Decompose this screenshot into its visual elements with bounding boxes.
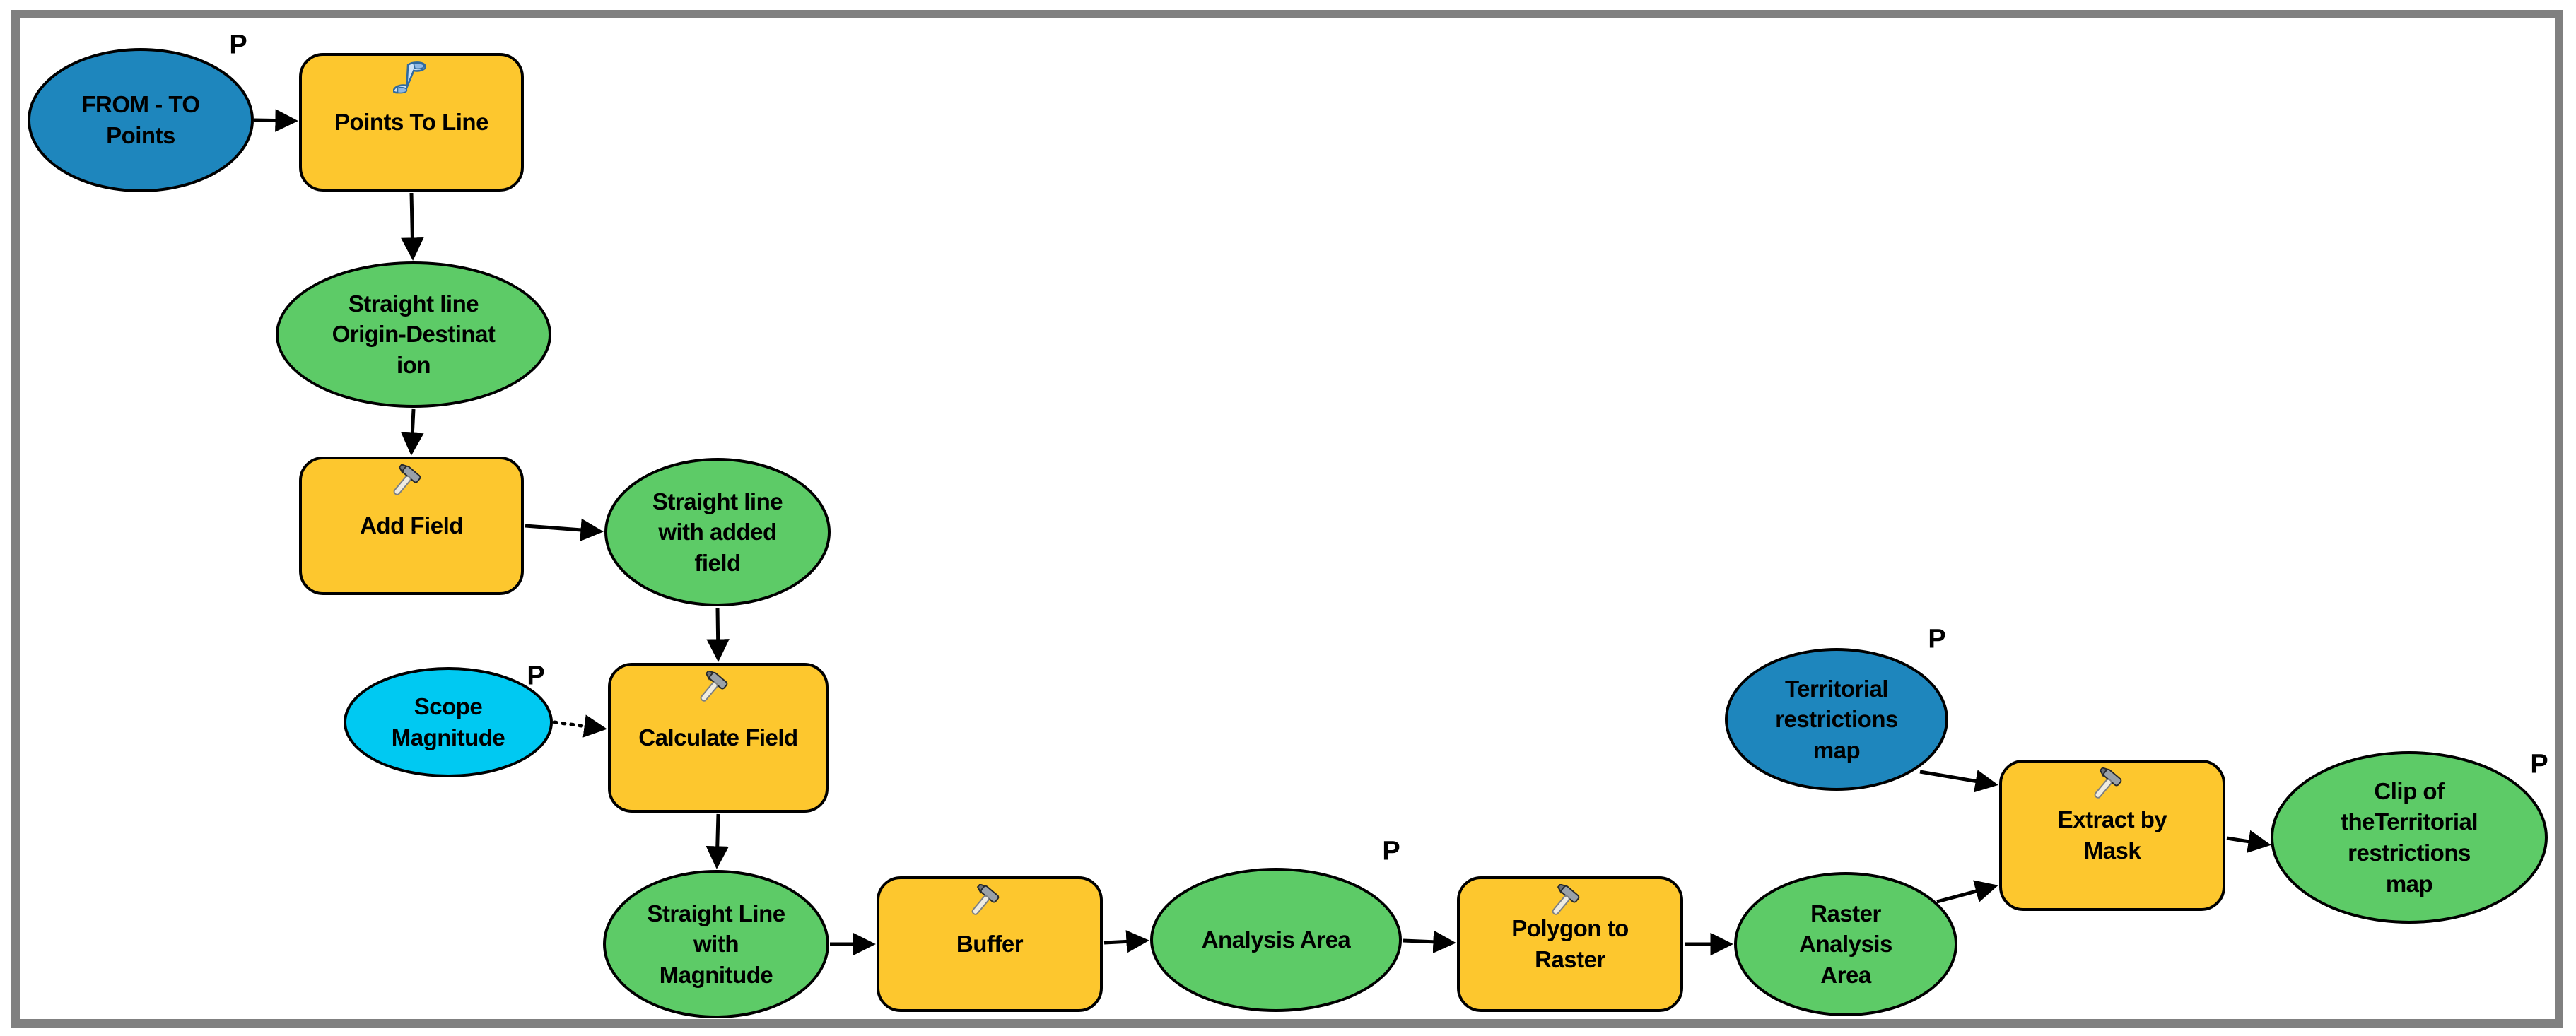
node-analysis-area[interactable]: Analysis Area <box>1150 868 1402 1012</box>
node-clip-of-territorial-restrictions-map[interactable]: Clip of theTerritorial restrictions map <box>2271 751 2548 924</box>
connector-add-field-to-straight-line-with-added-field[interactable] <box>525 518 604 542</box>
node-straight-line-with-added-field[interactable]: Straight line with added field <box>604 458 831 606</box>
connector-straight-line-origin-destination-to-add-field[interactable] <box>401 408 424 456</box>
node-straight-line-with-magnitude[interactable]: Straight Line with Magnitude <box>603 870 829 1018</box>
connector-buffer-to-analysis-area[interactable] <box>1103 930 1149 953</box>
node-straight-line-origin-destination[interactable]: Straight line Origin-Destinat ion <box>276 261 551 408</box>
node-label: Territorial restrictions map <box>1775 675 1898 763</box>
node-calculate-field[interactable]: Calculate Field <box>608 663 829 813</box>
node-label: Add Field <box>360 512 463 539</box>
node-label: Buffer <box>956 931 1024 958</box>
connector-scope-magnitude-to-calculate-field[interactable] <box>552 714 607 738</box>
node-label: Extract by Mask <box>2057 806 2167 864</box>
connector-calculate-field-to-straight-line-with-magnitude[interactable] <box>706 813 730 869</box>
node-from-to-points[interactable]: FROM - TO Points <box>28 48 254 192</box>
node-label: Straight Line with Magnitude <box>647 900 785 988</box>
parameter-flag: P <box>1928 624 1946 654</box>
node-extract-by-mask[interactable]: Extract by Mask <box>1999 760 2225 911</box>
connector-territorial-restrictions-map-to-extract-by-mask[interactable] <box>1919 770 1998 793</box>
node-points-to-line[interactable]: Points To Line <box>299 53 524 192</box>
parameter-flag: P <box>229 30 247 60</box>
node-label: Straight line Origin-Destinat ion <box>332 290 496 378</box>
node-label: Clip of theTerritorial restrictions map <box>2340 777 2478 897</box>
hammer-icon <box>971 884 1008 922</box>
node-label: Straight line with added field <box>652 488 783 576</box>
connector-extract-by-mask-to-clip-of-territorial-restrictions-map[interactable] <box>2226 830 2271 853</box>
hammer-icon <box>2094 767 2131 806</box>
node-label: Scope Magnitude <box>391 693 505 750</box>
node-buffer[interactable]: Buffer <box>877 876 1103 1012</box>
connector-from-to-points-to-points-to-line[interactable] <box>253 109 298 132</box>
node-add-field[interactable]: Add Field <box>299 457 524 595</box>
node-label: Calculate Field <box>638 724 798 751</box>
parameter-flag: P <box>2530 749 2548 779</box>
connector-raster-analysis-area-to-extract-by-mask[interactable] <box>1936 880 1998 904</box>
node-label: Analysis Area <box>1201 926 1351 953</box>
node-label: Polygon to Raster <box>1511 915 1629 972</box>
node-label: Points To Line <box>334 109 488 136</box>
hammer-icon <box>700 671 737 709</box>
parameter-flag: P <box>527 661 545 691</box>
node-raster-analysis-area[interactable]: Raster Analysis Area <box>1734 872 1957 1016</box>
node-polygon-to-raster[interactable]: Polygon to Raster <box>1457 876 1683 1012</box>
hammer-icon <box>1552 884 1588 922</box>
node-territorial-restrictions-map[interactable]: Territorial restrictions map <box>1725 648 1948 791</box>
node-label: Raster Analysis Area <box>1799 900 1892 988</box>
hammer-icon <box>393 464 430 502</box>
node-label: FROM - TO Points <box>81 91 200 148</box>
connector-analysis-area-to-polygon-to-raster[interactable] <box>1403 930 1456 954</box>
parameter-flag: P <box>1382 836 1400 866</box>
node-scope-magnitude[interactable]: Scope Magnitude <box>344 667 553 777</box>
script-icon <box>393 61 430 99</box>
connector-points-to-line-to-straight-line-origin-destination[interactable] <box>401 192 424 261</box>
